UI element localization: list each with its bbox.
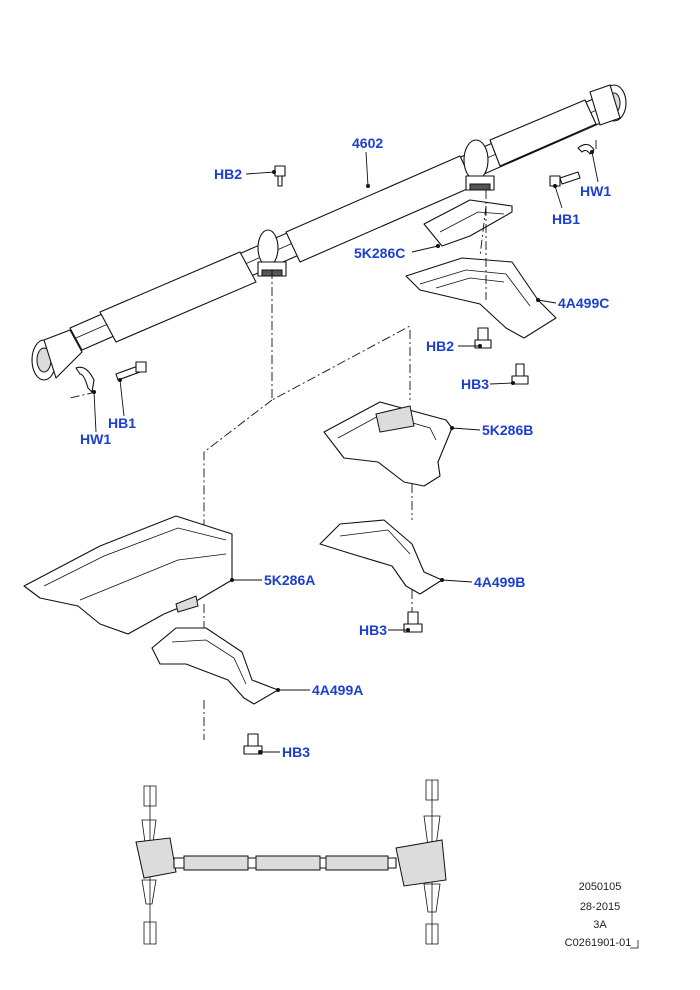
heat-shield-5k286a (23, 515, 262, 635)
label-hb3-mid: HB3 (461, 376, 489, 392)
drivetrain-locator (135, 779, 447, 945)
label-hw1-right: HW1 (580, 183, 611, 199)
label-hb2-mid: HB2 (426, 338, 454, 354)
bracket-4a499b (319, 519, 473, 595)
hardware-right (549, 143, 599, 209)
bracket-4a499c (405, 257, 557, 339)
alignment-lines (69, 140, 597, 740)
corner-mark (630, 940, 639, 949)
label-4a499a: 4A499A (312, 682, 363, 698)
meta-line-2: 28-2015 (580, 901, 620, 913)
meta-line-3: 3A (593, 919, 607, 931)
hardware-left (75, 361, 147, 433)
bolt-hb3-a (243, 733, 280, 755)
label-hb1-left: HB1 (108, 415, 136, 431)
bolt-hb3-b (388, 611, 423, 633)
label-4a499b: 4A499B (474, 574, 525, 590)
label-4602: 4602 (352, 135, 383, 151)
bolt-hb2-top (245, 165, 286, 187)
label-5k286c: 5K286C (354, 245, 405, 261)
label-hb2-top: HB2 (214, 166, 242, 182)
label-5k286a: 5K286A (264, 572, 315, 588)
label-hb3-a: HB3 (282, 744, 310, 760)
label-hw1-left: HW1 (80, 431, 111, 447)
label-5k286b: 5K286B (482, 422, 533, 438)
meta-line-4: C0261901-01 (565, 937, 632, 949)
label-4a499c: 4A499C (558, 295, 609, 311)
propeller-shaft (31, 84, 627, 381)
label-hb3-b: HB3 (359, 622, 387, 638)
heat-shield-5k286b (323, 401, 481, 487)
label-hb1-right: HB1 (552, 211, 580, 227)
bolt-hb2-mid (458, 327, 492, 349)
bolt-hb3-mid (489, 363, 529, 385)
meta-line-1: 2050105 (579, 881, 622, 893)
bracket-4a499a (151, 627, 310, 705)
heat-shield-5k286c (411, 199, 513, 253)
